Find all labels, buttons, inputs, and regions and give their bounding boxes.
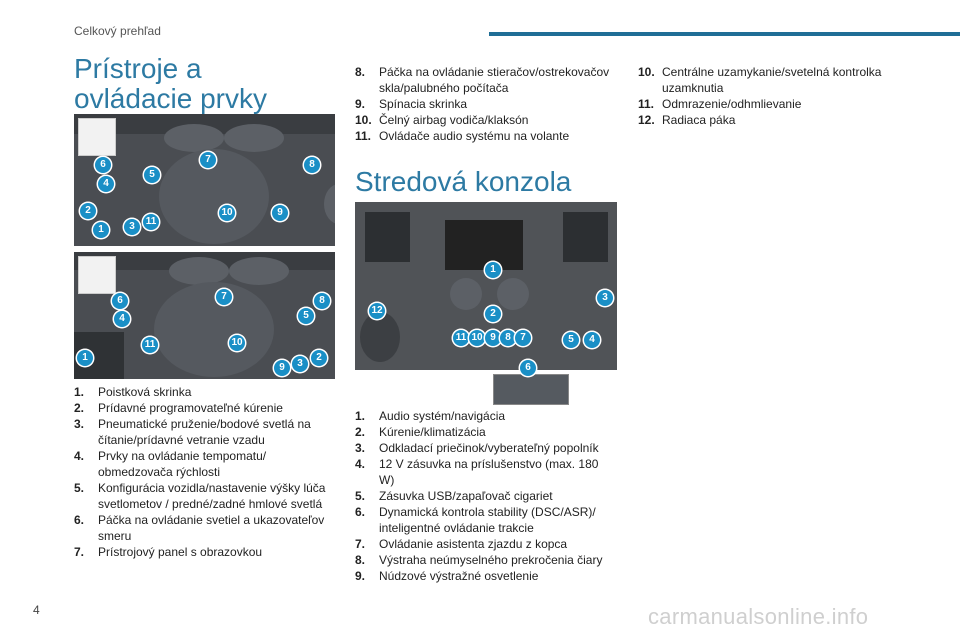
callout-badge: 3 [597,290,613,306]
legend-list-mid-top: 8.Páčka na ovládanie stieračov/ostrekova… [355,64,620,144]
console-switch-inset [493,374,569,405]
list-item: 9.Spínacia skrinka [355,97,468,111]
section-title-console: Stredová konzola [355,166,572,197]
list-item: 7.Ovládanie asistenta zjazdu z kopca [355,537,568,551]
callout-badge: 5 [298,308,314,324]
callout-badge: 6 [95,157,111,173]
callout-badge: 2 [80,203,96,219]
callout-badge: 7 [515,330,531,346]
list-item: 5.Konfigurácia vozidla/nastavenie výšky … [74,481,326,511]
callout-badge: 1 [93,222,109,238]
list-item: 10.Čelný airbag vodiča/klaksón [355,113,529,127]
list-item: 7.Prístrojový panel s obrazovkou [74,545,263,559]
callout-badge: 9 [485,330,501,346]
section-title-instruments: Prístroje a ovládacie prvky [74,53,267,114]
list-item: 6.Dynamická kontrola stability (DSC/ASR)… [355,505,596,535]
callout-badge: 7 [200,152,216,168]
list-item: 9.Núdzové výstražné osvetlenie [355,569,539,583]
dashboard-photo-top [74,114,335,246]
dashboard-photo-bottom [74,252,335,379]
list-item: 4.Prvky na ovládanie tempomatu/ obmedzov… [74,449,267,479]
list-item: 3.Pneumatické pruženie/bodové svetlá na … [74,417,311,447]
callout-badge: 3 [124,219,140,235]
callout-badge: 7 [216,289,232,305]
callout-badge: 8 [304,157,320,173]
callout-badge: 1 [77,350,93,366]
callout-badge: 10 [229,335,245,351]
callout-badge: 10 [469,330,485,346]
legend-list-mid-bottom: 1.Audio systém/navigácia 2.Kúrenie/klima… [355,408,617,584]
console-photo [355,202,617,370]
callout-badge: 6 [112,293,128,309]
list-item: 3.Odkladací priečinok/vyberateľný popoln… [355,441,599,455]
header-bar [489,32,960,36]
callout-badge: 1 [485,262,501,278]
list-item: 10.Centrálne uzamykanie/svetelná kontrol… [638,65,882,95]
legend-list-right: 10.Centrálne uzamykanie/svetelná kontrol… [638,64,898,128]
callout-badge: 4 [98,176,114,192]
legend-list-left: 1.Poistková skrinka 2.Prídavné programov… [74,384,336,560]
callout-badge: 9 [274,360,290,376]
callout-badge: 6 [520,360,536,376]
header-section: Celkový prehľad [74,24,161,38]
list-item: 11.Odmrazenie/odhmlievanie [638,97,802,111]
list-item: 5.Zásuvka USB/zapaľovač cigariet [355,489,553,503]
callout-badge: 8 [500,330,516,346]
callout-badge: 8 [314,293,330,309]
callout-badge: 2 [485,306,501,322]
callout-badge: 10 [219,205,235,221]
callout-badge: 12 [369,303,385,319]
list-item: 12.Radiaca páka [638,113,736,127]
callout-badge: 2 [311,350,327,366]
list-item: 1.Audio systém/navigácia [355,409,506,423]
callout-badge: 5 [563,332,579,348]
callout-badge: 11 [142,337,158,353]
page-number: 4 [33,603,40,617]
callout-badge: 11 [453,330,469,346]
list-item: 4.12 V zásuvka na príslušenstvo (max. 18… [355,457,599,487]
list-item: 1.Poistková skrinka [74,385,192,399]
callout-badge: 5 [144,167,160,183]
callout-badge: 4 [114,311,130,327]
callout-badge: 3 [292,356,308,372]
callout-badge: 11 [143,214,159,230]
list-item: 6.Páčka na ovládanie svetiel a ukazovate… [74,513,325,543]
list-item: 8.Páčka na ovládanie stieračov/ostrekova… [355,65,610,95]
list-item: 8.Výstraha neúmyselného prekročenia čiar… [355,553,603,567]
list-item: 2.Kúrenie/klimatizácia [355,425,486,439]
callout-badge: 9 [272,205,288,221]
callout-badge: 4 [584,332,600,348]
watermark: carmanualsonline.info [648,604,869,629]
list-item: 2.Prídavné programovateľné kúrenie [74,401,283,415]
list-item: 11.Ovládače audio systému na volante [355,129,570,143]
